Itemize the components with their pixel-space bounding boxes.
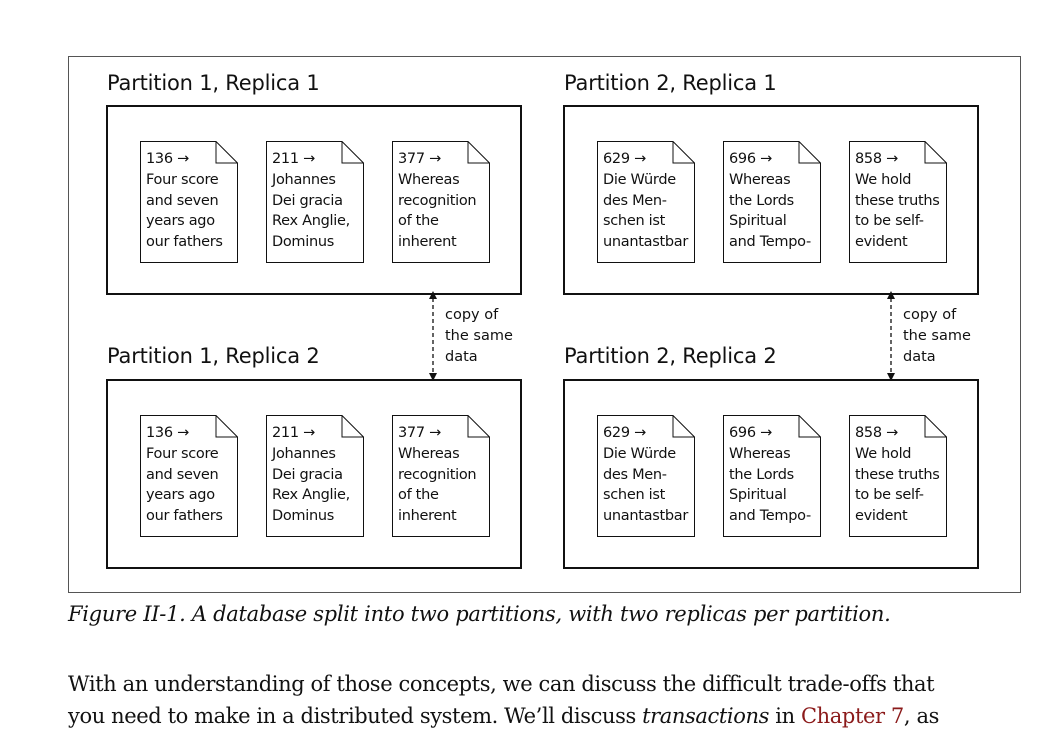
document-text: 629 → Die Würde des Men- schen ist unant… <box>603 149 688 253</box>
document-page-icon <box>723 141 821 263</box>
document-key: 696 <box>729 151 756 167</box>
document-key: 136 <box>146 425 173 441</box>
document-text: 858 → We hold these truths to be self- e… <box>855 423 940 527</box>
document-icon: 696 → Whereas the Lords Spiritual and Te… <box>723 141 821 263</box>
replica-box-p1r1: 136 → Four score and seven years ago our… <box>106 105 522 295</box>
key-arrow-icon: → <box>886 425 898 441</box>
document-icon: 629 → Die Würde des Men- schen ist unant… <box>597 141 695 263</box>
body-line-1: With an understanding of those concepts,… <box>68 672 935 696</box>
replica-title-p2r2: Partition 2, Replica 2 <box>564 344 777 368</box>
document-page-icon <box>392 415 490 537</box>
document-text: 211 → Johannes Dei gracia Rex Anglie, Do… <box>272 423 350 527</box>
emphasis-transactions: transactions <box>642 704 769 728</box>
body-line-2-start: you need to make in a distributed system… <box>68 704 643 728</box>
figure-caption: Figure II-1. A database split into two p… <box>68 602 891 626</box>
document-page-icon <box>392 141 490 263</box>
document-value: Whereas the Lords Spiritual and Tempo- <box>729 171 811 251</box>
document-text: 696 → Whereas the Lords Spiritual and Te… <box>729 423 811 527</box>
document-page-icon <box>849 141 947 263</box>
document-key: 696 <box>729 425 756 441</box>
replica-box-p2r1: 629 → Die Würde des Men- schen ist unant… <box>563 105 979 295</box>
document-icon: 211 → Johannes Dei gracia Rex Anglie, Do… <box>266 415 364 537</box>
document-icon: 696 → Whereas the Lords Spiritual and Te… <box>723 415 821 537</box>
document-icon: 377 → Whereas recognition of the inheren… <box>392 415 490 537</box>
key-arrow-icon: → <box>303 151 315 167</box>
document-text: 629 → Die Würde des Men- schen ist unant… <box>603 423 688 527</box>
document-value: Die Würde des Men- schen ist unantastbar <box>603 445 689 525</box>
document-page-icon <box>266 415 364 537</box>
document-key: 211 <box>272 425 299 441</box>
document-text: 377 → Whereas recognition of the inheren… <box>398 149 477 253</box>
copy-arrow-left <box>427 291 439 381</box>
document-page-icon <box>140 141 238 263</box>
document-text: 211 → Johannes Dei gracia Rex Anglie, Do… <box>272 149 350 253</box>
replica-title-p1r1: Partition 1, Replica 1 <box>107 71 320 95</box>
key-arrow-icon: → <box>760 425 772 441</box>
body-line-2-mid: in <box>769 704 801 728</box>
document-key: 136 <box>146 151 173 167</box>
body-paragraph: With an understanding of those concepts,… <box>68 668 1021 732</box>
replica-box-p1r2: 136 → Four score and seven years ago our… <box>106 379 522 569</box>
body-line-2: you need to make in a distributed system… <box>68 700 1021 732</box>
key-arrow-icon: → <box>429 151 441 167</box>
document-key: 377 <box>398 151 425 167</box>
document-page-icon <box>597 141 695 263</box>
document-text: 136 → Four score and seven years ago our… <box>146 149 223 253</box>
body-line-2-end: , as <box>903 704 939 728</box>
figure-frame <box>68 56 1021 593</box>
replica-box-p2r2: 629 → Die Würde des Men- schen ist unant… <box>563 379 979 569</box>
replica-title-p2r1: Partition 2, Replica 1 <box>564 71 777 95</box>
document-key: 629 <box>603 151 630 167</box>
document-page-icon <box>849 415 947 537</box>
document-icon: 136 → Four score and seven years ago our… <box>140 415 238 537</box>
document-page-icon <box>140 415 238 537</box>
document-page-icon <box>723 415 821 537</box>
document-value: Whereas the Lords Spiritual and Tempo- <box>729 445 811 525</box>
key-arrow-icon: → <box>634 151 646 167</box>
key-arrow-icon: → <box>886 151 898 167</box>
document-value: Johannes Dei gracia Rex Anglie, Dominus <box>272 445 350 525</box>
document-icon: 377 → Whereas recognition of the inheren… <box>392 141 490 263</box>
document-key: 858 <box>855 151 882 167</box>
document-icon: 858 → We hold these truths to be self- e… <box>849 415 947 537</box>
document-icon: 858 → We hold these truths to be self- e… <box>849 141 947 263</box>
copy-label-right: copy of the same data <box>903 307 971 365</box>
copy-label-left: copy of the same data <box>445 307 513 365</box>
document-value: Whereas recognition of the inherent <box>398 171 477 251</box>
document-icon: 211 → Johannes Dei gracia Rex Anglie, Do… <box>266 141 364 263</box>
document-key: 211 <box>272 151 299 167</box>
key-arrow-icon: → <box>634 425 646 441</box>
copy-arrow-right <box>885 291 897 381</box>
document-key: 858 <box>855 425 882 441</box>
document-page-icon <box>597 415 695 537</box>
document-key: 629 <box>603 425 630 441</box>
document-page-icon <box>266 141 364 263</box>
document-key: 377 <box>398 425 425 441</box>
document-icon: 629 → Die Würde des Men- schen ist unant… <box>597 415 695 537</box>
key-arrow-icon: → <box>303 425 315 441</box>
key-arrow-icon: → <box>177 425 189 441</box>
document-text: 858 → We hold these truths to be self- e… <box>855 149 940 253</box>
document-text: 377 → Whereas recognition of the inheren… <box>398 423 477 527</box>
document-value: We hold these truths to be self- evident <box>855 445 940 525</box>
key-arrow-icon: → <box>429 425 441 441</box>
document-value: Johannes Dei gracia Rex Anglie, Dominus <box>272 171 350 251</box>
document-value: Four score and seven years ago our fathe… <box>146 445 223 525</box>
replica-title-p1r2: Partition 1, Replica 2 <box>107 344 320 368</box>
document-text: 696 → Whereas the Lords Spiritual and Te… <box>729 149 811 253</box>
document-text: 136 → Four score and seven years ago our… <box>146 423 223 527</box>
document-icon: 136 → Four score and seven years ago our… <box>140 141 238 263</box>
document-value: We hold these truths to be self- evident <box>855 171 940 251</box>
key-arrow-icon: → <box>760 151 772 167</box>
document-value: Whereas recognition of the inherent <box>398 445 477 525</box>
document-value: Die Würde des Men- schen ist unantastbar <box>603 171 689 251</box>
chapter-7-link[interactable]: Chapter 7 <box>801 704 904 728</box>
key-arrow-icon: → <box>177 151 189 167</box>
document-value: Four score and seven years ago our fathe… <box>146 171 223 251</box>
